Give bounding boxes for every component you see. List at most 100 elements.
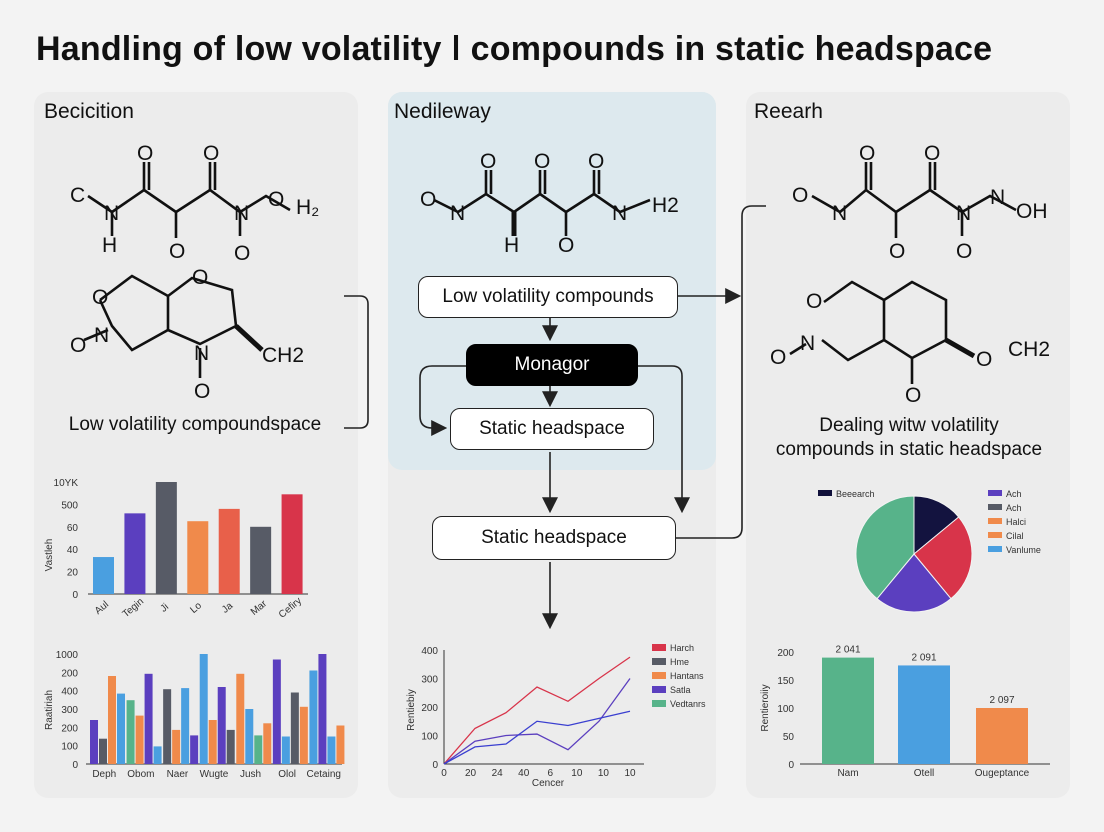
loop-arrow bbox=[419, 365, 466, 436]
chart2-bar bbox=[217, 687, 226, 764]
chart1-bar bbox=[250, 526, 272, 594]
svg-text:O: O bbox=[558, 234, 574, 257]
svg-text:OH: OH bbox=[1016, 200, 1048, 223]
chart4-legend-swatch bbox=[988, 490, 1002, 496]
chart2-bar bbox=[318, 654, 327, 764]
chart4-legend-swatch bbox=[988, 532, 1002, 538]
chart2-bar bbox=[208, 720, 217, 764]
left-panel-caption: Low volatility compoundspace bbox=[68, 414, 322, 435]
chart2-x-tick: Jush bbox=[240, 769, 261, 780]
chart1-x-tick: Mar bbox=[249, 598, 270, 618]
right-panel-title: Reearh bbox=[754, 100, 823, 123]
chart3-legend-label: Vedtanrs bbox=[670, 699, 706, 709]
chart5-bar bbox=[822, 657, 874, 764]
chart4-pie-slice bbox=[913, 516, 973, 600]
chart3-x-tick: 10 bbox=[598, 768, 610, 779]
chart3-legend-swatch bbox=[652, 686, 666, 693]
chart5-y-tick: 200 bbox=[777, 648, 794, 659]
chart1-x-tick: Lo bbox=[188, 600, 204, 616]
chart3-series-line bbox=[443, 656, 631, 765]
chart3-legend-swatch bbox=[652, 672, 666, 679]
svg-text:N: N bbox=[956, 202, 971, 225]
chart5-bar bbox=[976, 708, 1028, 764]
chart4-legend-swatch bbox=[988, 518, 1002, 524]
chart2-bar bbox=[254, 735, 263, 764]
chart2-bar bbox=[126, 700, 135, 764]
chart1-x-tick: Tegin bbox=[121, 596, 146, 620]
svg-text:O: O bbox=[806, 290, 822, 313]
chart1-bar bbox=[155, 482, 177, 594]
chart2-bar bbox=[272, 659, 281, 764]
svg-text:H: H bbox=[504, 234, 519, 257]
chart1-bar bbox=[124, 513, 146, 594]
arrow-box2-box4 bbox=[638, 365, 690, 514]
svg-text:O: O bbox=[192, 266, 208, 289]
chart1-y-label: Vastleh bbox=[44, 539, 55, 572]
chart2-bar bbox=[108, 676, 116, 764]
chart3-x-label: Cencer bbox=[532, 778, 565, 789]
flow-box-static-headspace-1[interactable]: Static headspace bbox=[450, 408, 654, 450]
chart5-data-label: 2 041 bbox=[835, 645, 860, 656]
chart2-bar bbox=[245, 709, 254, 764]
chart1-bar bbox=[281, 494, 303, 594]
svg-text:O: O bbox=[137, 142, 153, 165]
chart2-bar bbox=[336, 725, 345, 764]
svg-text:N: N bbox=[832, 202, 847, 225]
chart4-legend-label: Ach bbox=[1006, 503, 1022, 513]
chart2-y-tick: 200 bbox=[61, 668, 78, 679]
svg-text:O: O bbox=[234, 242, 250, 265]
svg-text:H₂: H₂ bbox=[296, 196, 319, 219]
chart2-y-tick: 1000 bbox=[56, 650, 79, 661]
chart4-legend-label: Ach bbox=[1006, 489, 1022, 499]
chart2-bar bbox=[90, 720, 98, 764]
right-panel-caption: Dealing witw volatility compounds in sta… bbox=[752, 414, 1066, 462]
chart3-y-tick: 400 bbox=[421, 646, 438, 657]
chart1-x-tick: Cefiry bbox=[277, 595, 304, 620]
flow-box-monagor[interactable]: Monagor bbox=[466, 344, 638, 386]
chart2-bar bbox=[99, 738, 107, 764]
chart2-bar bbox=[117, 693, 125, 764]
chart4-legend-swatch bbox=[988, 504, 1002, 510]
chart2-bar bbox=[226, 729, 235, 764]
chart2-bar bbox=[190, 735, 199, 764]
chart4-legend-swatch bbox=[988, 546, 1002, 552]
chart5-y-tick: 0 bbox=[788, 760, 794, 771]
chart2-bar bbox=[199, 654, 208, 764]
chart2-x-tick: Deph bbox=[92, 769, 116, 780]
chart4-pie-slice bbox=[913, 495, 960, 556]
chart3-legend-swatch bbox=[652, 700, 666, 707]
chart1-bar bbox=[93, 557, 114, 594]
chart2-bar bbox=[263, 723, 272, 764]
svg-text:O: O bbox=[976, 348, 992, 371]
chart4-legend-swatch bbox=[818, 490, 832, 496]
chart5-x-tick: Ougeptance bbox=[975, 768, 1030, 779]
svg-text:O: O bbox=[956, 240, 972, 263]
page-title: Handling of low volatility ǀ compounds i… bbox=[36, 30, 993, 68]
chart2-x-tick: Cetaing bbox=[306, 769, 340, 780]
chart1-y-tick: 0 bbox=[72, 590, 78, 601]
svg-text:O: O bbox=[534, 150, 550, 173]
chart2-bar bbox=[163, 689, 172, 764]
left-bracket bbox=[344, 295, 369, 429]
chart2-bar bbox=[181, 688, 190, 764]
chart2-y-tick: 200 bbox=[61, 723, 78, 734]
chart3-series-line bbox=[443, 678, 631, 765]
chart2-y-tick: 400 bbox=[61, 687, 78, 698]
svg-text:O: O bbox=[268, 188, 284, 211]
chart2-bar bbox=[299, 706, 308, 764]
chart4-legend-label: Vanlume bbox=[1006, 545, 1041, 555]
svg-text:O: O bbox=[194, 380, 210, 403]
chart1-y-tick: 10YK bbox=[54, 478, 79, 489]
chart5-y-tick: 100 bbox=[777, 704, 794, 715]
chart4-legend-label: Beeearch bbox=[836, 489, 875, 499]
flow-box-low-volatility[interactable]: Low volatility compounds bbox=[418, 276, 678, 318]
chart1-y-tick: 500 bbox=[61, 500, 78, 511]
chart2-bar bbox=[290, 692, 299, 764]
chart3-x-tick: 6 bbox=[548, 768, 554, 779]
svg-text:O: O bbox=[203, 142, 219, 165]
chart5-x-tick: Otell bbox=[914, 768, 935, 779]
flow-box-static-headspace-2[interactable]: Static headspace bbox=[432, 516, 676, 560]
chart2-x-tick: Wugte bbox=[200, 769, 229, 780]
svg-text:N: N bbox=[800, 332, 815, 355]
